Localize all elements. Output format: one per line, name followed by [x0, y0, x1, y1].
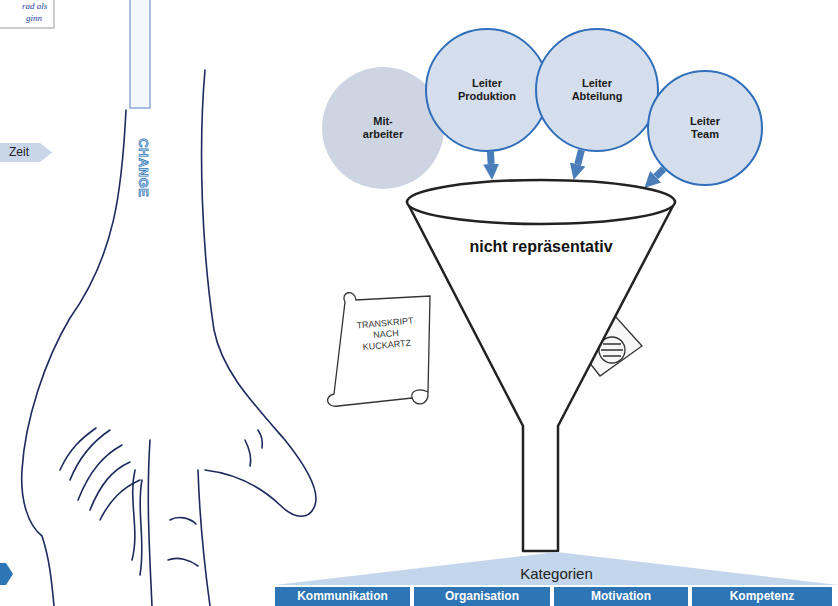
note-frame: [0, 0, 54, 28]
change-band: [130, 0, 150, 108]
box-shape: [554, 587, 688, 606]
funnel: nicht repräsentativ: [405, 178, 677, 552]
stakeholder-circle: Leiter Team: [647, 70, 763, 186]
stakeholder-circle: Leiter Abteilung: [535, 28, 659, 152]
finger-outline: [148, 440, 152, 606]
finger-joint: [168, 558, 198, 566]
blue-chevron: [0, 563, 13, 585]
hair-stroke: [70, 430, 110, 480]
hair-stroke: [132, 470, 135, 560]
triangle-shape: [275, 552, 838, 585]
text-area: Leiter Produktion: [448, 28, 526, 152]
box-shape: [692, 587, 832, 606]
node-text: Leiter Produktion: [448, 77, 526, 102]
skin-mark: [245, 440, 251, 466]
text-area: Kompetenz: [692, 587, 832, 606]
hair-stroke: [140, 480, 142, 575]
category-band: Kategorien: [275, 552, 838, 585]
node-text: Leiter Abteilung: [558, 77, 636, 102]
text-area: Kategorien: [275, 562, 838, 585]
handwritten-note: ginn: [26, 13, 42, 24]
node-text: Motivation: [591, 590, 651, 604]
transcript-note: TRANSKRIPT NACH KUCKARTZ: [348, 315, 425, 354]
funnel-outline: [405, 178, 677, 552]
thumb-outline: [202, 70, 316, 516]
flow-arrow: [656, 169, 664, 177]
flow-arrow: [487, 152, 495, 164]
text-area: Zeit: [2, 143, 36, 162]
node-text: Organisation: [445, 590, 519, 604]
category-box: Kommunikation: [275, 587, 410, 606]
flow-arrow: [578, 150, 582, 165]
funnel-body: [407, 202, 675, 551]
hair-stroke: [60, 428, 96, 470]
note-border: [0, 0, 54, 28]
text-area: Motivation: [554, 587, 688, 606]
circle-shape: [648, 71, 762, 185]
box-shape: [414, 587, 550, 606]
node-text: Kompetenz: [730, 590, 795, 604]
hair-stroke: [78, 445, 122, 500]
finger-joint: [170, 517, 196, 524]
scroll-outline: [328, 293, 430, 407]
category-box: Motivation: [554, 587, 688, 606]
text-area: Kommunikation: [275, 587, 410, 606]
category-box: Organisation: [414, 587, 550, 606]
skin-mark: [258, 430, 262, 448]
node-text: Mit- arbeiter: [356, 115, 411, 140]
node-text: Kommunikation: [297, 590, 388, 604]
time-arrow: Zeit: [0, 143, 52, 162]
change-label: CHANGE: [135, 138, 151, 198]
text-area: Mit- arbeiter: [356, 66, 411, 190]
finger-outline: [198, 470, 210, 606]
hand-drawing: [22, 70, 316, 606]
text-area: nicht repräsentativ: [445, 230, 637, 264]
circle-shape: [536, 29, 658, 151]
node-text: Kategorien: [520, 565, 593, 582]
chevron-shape: [0, 143, 52, 162]
hand-outline: [22, 110, 126, 606]
scroll-drawing: [328, 293, 430, 407]
text-area: Leiter Abteilung: [558, 28, 636, 152]
node-text: Leiter Team: [680, 115, 730, 140]
scroll-curl: [412, 390, 428, 398]
text-area: Organisation: [414, 587, 550, 606]
handwritten-note: rad als: [22, 1, 47, 12]
category-box: Kompetenz: [692, 587, 832, 606]
funnel-rim: [407, 180, 675, 224]
node-text: nicht repräsentativ: [469, 238, 612, 256]
recorder-grille: [601, 344, 623, 356]
stakeholder-circle: Leiter Produktion: [425, 28, 549, 152]
box-shape: [275, 587, 410, 606]
node-text: Zeit: [9, 146, 29, 160]
circle-shape: [426, 29, 548, 151]
text-area: Leiter Team: [680, 70, 730, 186]
